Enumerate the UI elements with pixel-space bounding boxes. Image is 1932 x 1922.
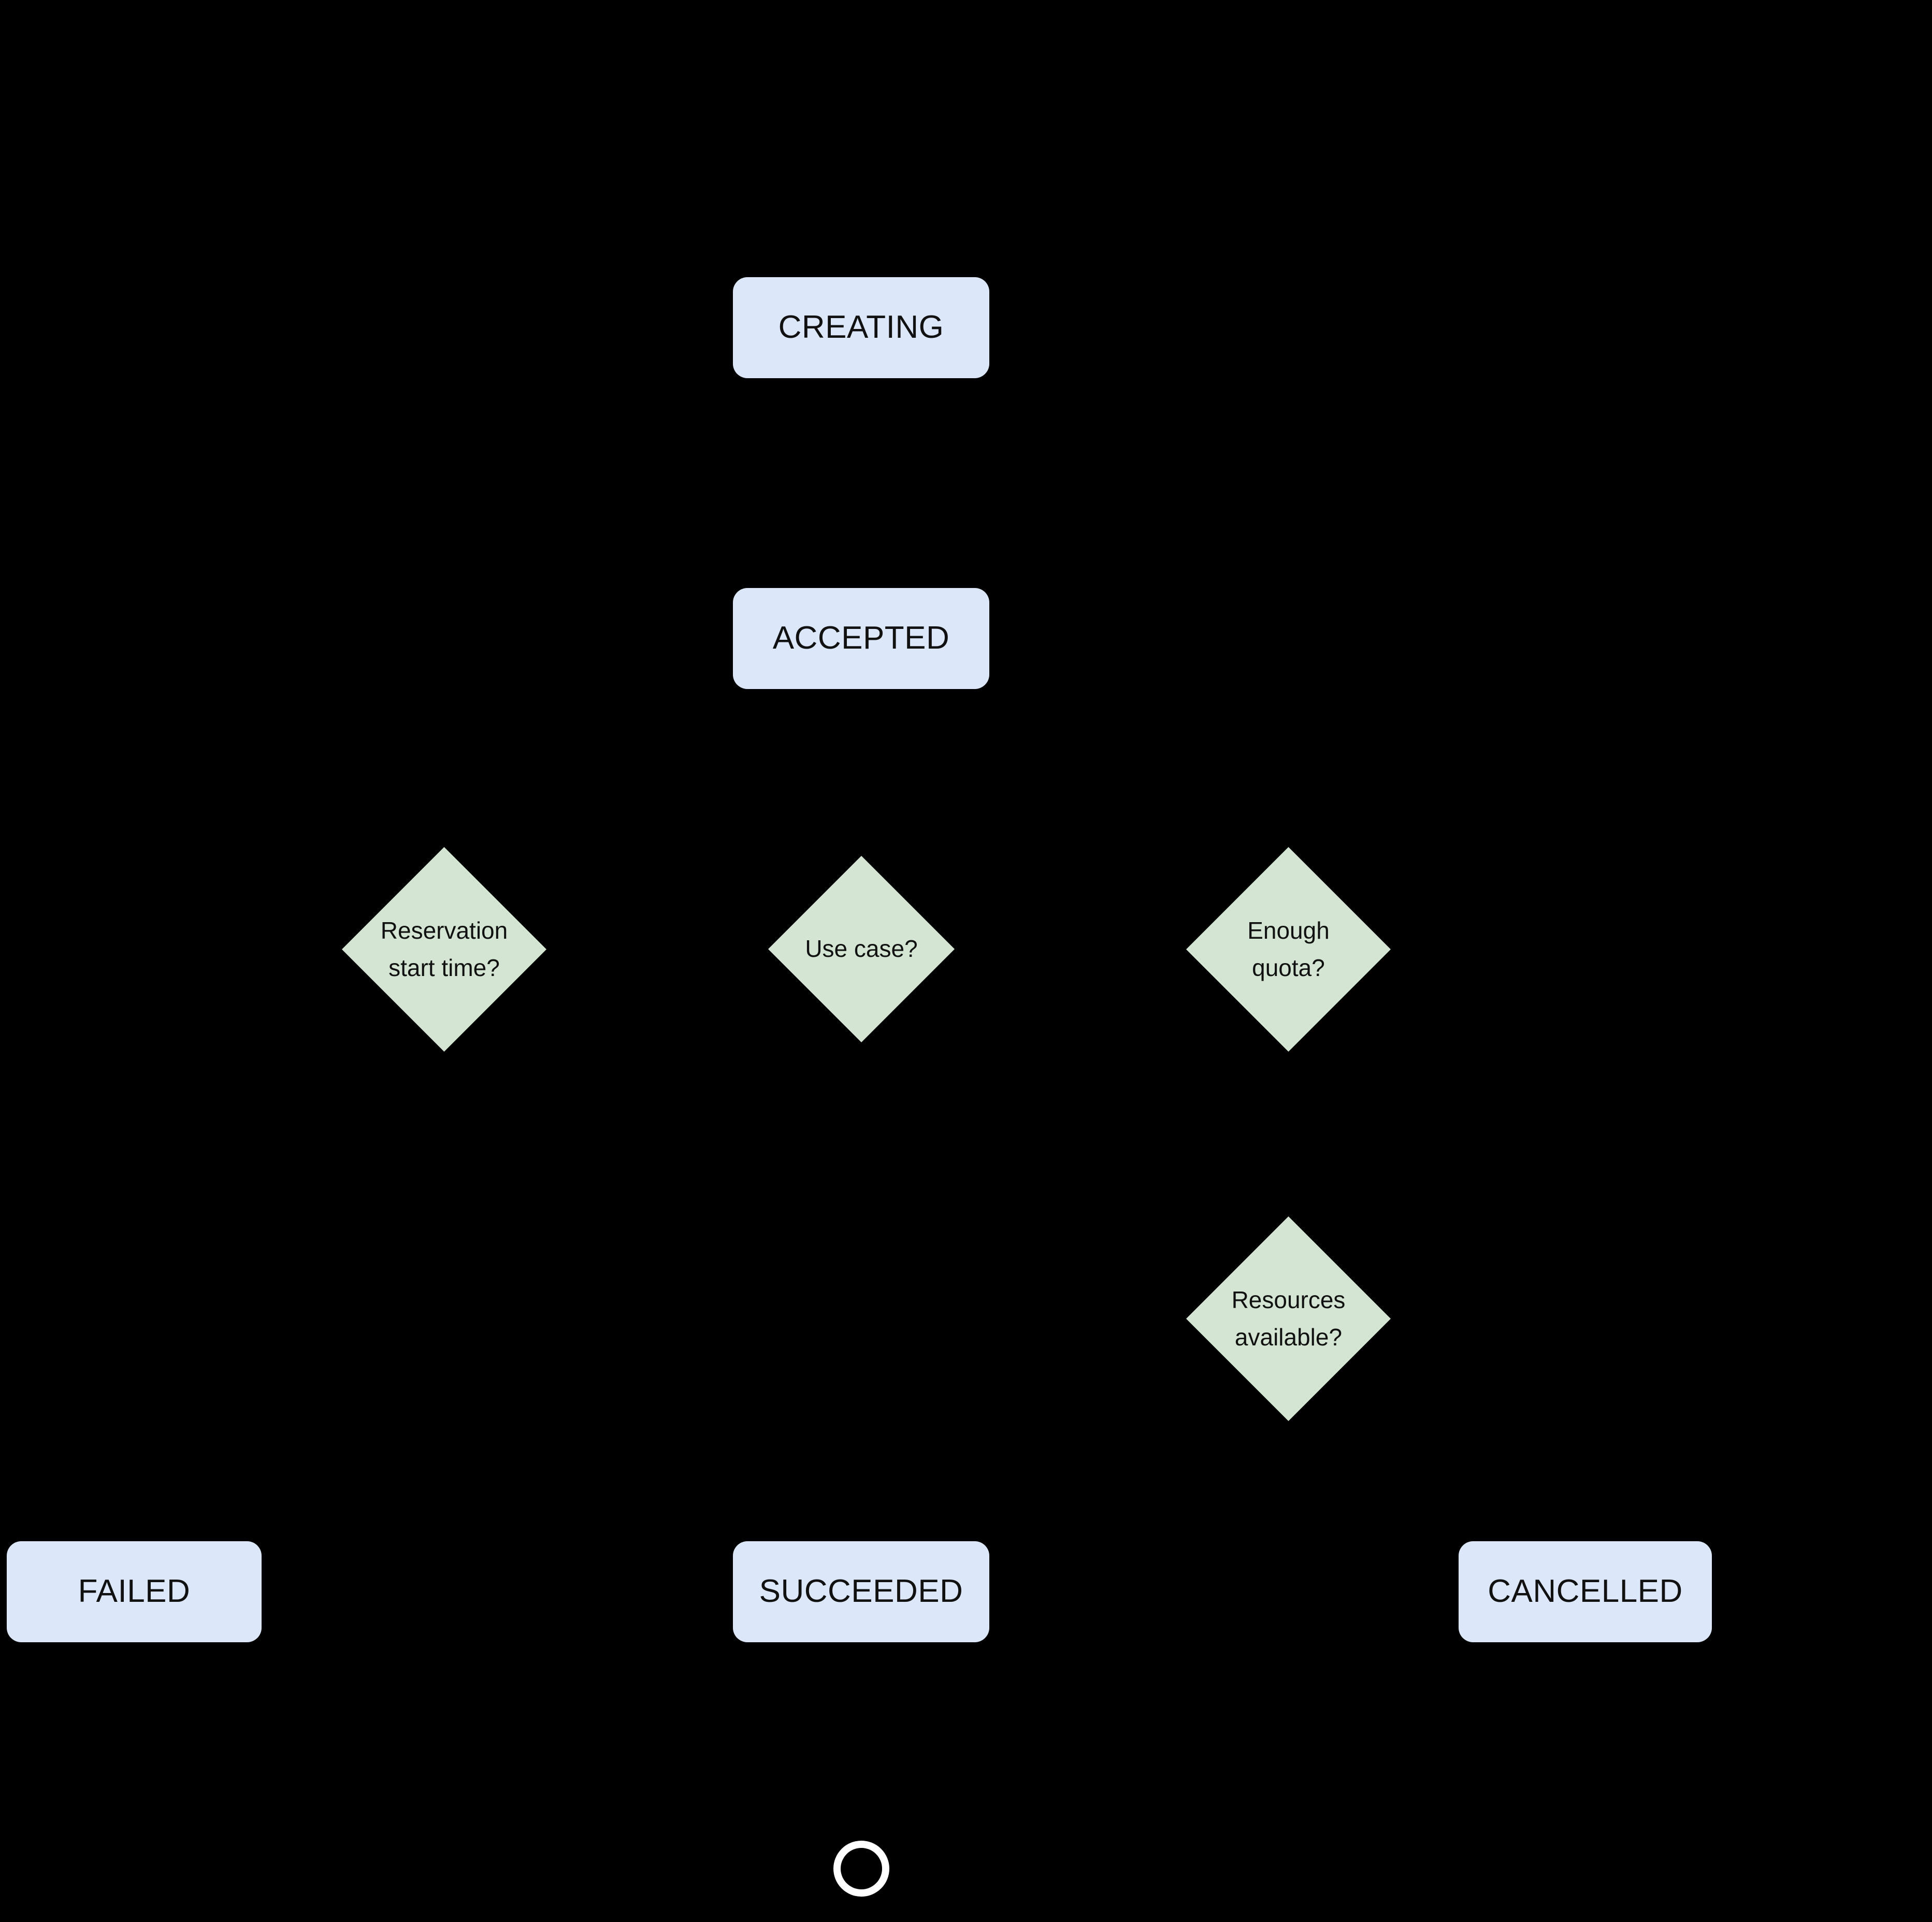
- node-enough-quota-label: Enough quota?: [1247, 917, 1330, 981]
- arrowhead-reservation-failed: [125, 1523, 143, 1541]
- edge-accepted-quota: [859, 689, 1290, 839]
- edge-accepted-reservation: [442, 689, 863, 839]
- arrowhead-creating-accepted: [852, 570, 871, 588]
- edge-reservation-failed: [132, 1051, 446, 1533]
- node-creating-label: CREATING: [778, 309, 944, 346]
- node-accepted[interactable]: ACCEPTED: [733, 588, 989, 689]
- node-cancelled[interactable]: CANCELLED: [1459, 1541, 1712, 1642]
- node-failed[interactable]: FAILED: [7, 1541, 262, 1642]
- node-succeeded-label: SUCCEEDED: [759, 1573, 963, 1610]
- node-resources-available[interactable]: Resources available?: [1186, 1216, 1391, 1421]
- arrowhead-quota-resources: [1279, 1198, 1297, 1216]
- node-terminal-ring[interactable]: [833, 1841, 889, 1897]
- arrowhead-accepted-reservation: [435, 830, 453, 848]
- node-creating[interactable]: CREATING: [733, 277, 989, 378]
- node-accepted-label: ACCEPTED: [772, 620, 950, 656]
- node-reservation-start-time[interactable]: Reservation start time?: [342, 847, 546, 1052]
- arrowhead-usecase-succeeded: [852, 1523, 871, 1541]
- node-reservation-start-time-label: Reservation start time?: [380, 917, 508, 981]
- node-cancelled-label: CANCELLED: [1488, 1573, 1683, 1610]
- node-failed-label: FAILED: [78, 1573, 191, 1610]
- arrowhead-accepted-quota: [1279, 830, 1297, 848]
- arrowhead-accepted-usecase: [852, 838, 871, 856]
- node-use-case[interactable]: Use case?: [768, 856, 955, 1042]
- node-enough-quota[interactable]: Enough quota?: [1186, 847, 1391, 1052]
- arrowhead-resources-cancelled: [1576, 1523, 1594, 1541]
- node-resources-available-label: Resources available?: [1231, 1286, 1346, 1351]
- edge-resources-cancelled: [1286, 1421, 1587, 1533]
- node-use-case-label: Use case?: [805, 935, 918, 963]
- node-succeeded[interactable]: SUCCEEDED: [733, 1541, 989, 1642]
